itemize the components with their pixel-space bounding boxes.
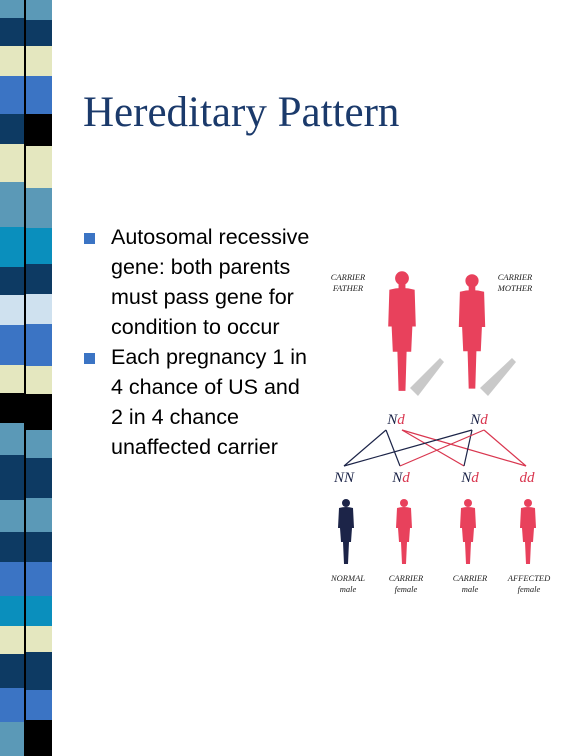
- bullet-text: Autosomal recessive gene: both parents m…: [111, 225, 310, 339]
- inheritance-diagram: CARRIER FATHER Nd CARRIER MOTHER Nd: [322, 258, 562, 603]
- mother-label-line1: CARRIER: [498, 272, 533, 282]
- mother-allele-2: d: [480, 412, 488, 428]
- svg-text:Nd: Nd: [460, 470, 479, 486]
- slide-title: Hereditary Pattern: [83, 89, 400, 136]
- father-label-line1: CARRIER: [331, 272, 366, 282]
- svg-text:Nd: Nd: [469, 412, 488, 428]
- child4-label-line2: female: [518, 584, 541, 594]
- child1-allele-1: N: [333, 470, 345, 486]
- carrier-female-figure-icon: [396, 499, 412, 564]
- mother-shadow: [480, 358, 516, 396]
- child-carrier-male: Nd CARRIER male: [453, 470, 488, 594]
- father-figure-icon: [388, 271, 416, 391]
- child-normal-male: NN NORMAL male: [330, 470, 365, 594]
- square-bullet-icon: [84, 353, 95, 364]
- child4-allele-1: d: [520, 470, 528, 486]
- child3-allele-2: d: [471, 470, 479, 486]
- affected-female-figure-icon: [520, 499, 536, 564]
- mother-allele-1: N: [469, 412, 481, 428]
- father-label-line2: FATHER: [332, 283, 364, 293]
- child2-label-line1: CARRIER: [389, 573, 424, 583]
- father-allele-2: d: [397, 412, 405, 428]
- bullet-item: Each pregnancy 1 in 4 chance of US and 2…: [84, 342, 314, 462]
- child4-label-line1: AFFECTED: [507, 573, 551, 583]
- father-allele-1: N: [386, 412, 398, 428]
- bullet-text: Each pregnancy 1 in 4 chance of US and 2…: [111, 345, 308, 459]
- child-affected-female: dd AFFECTED female: [507, 470, 551, 594]
- child-carrier-female: Nd CARRIER female: [389, 470, 424, 594]
- parent-mother: CARRIER MOTHER Nd: [458, 272, 533, 428]
- svg-text:Nd: Nd: [386, 412, 405, 428]
- child3-label-line2: male: [462, 584, 479, 594]
- child2-label-line2: female: [395, 584, 418, 594]
- svg-text:Nd: Nd: [391, 470, 410, 486]
- carrier-male-figure-icon: [460, 499, 476, 564]
- child1-label-line2: male: [340, 584, 357, 594]
- child3-label-line1: CARRIER: [453, 573, 488, 583]
- child2-allele-2: d: [402, 470, 410, 486]
- father-shadow: [410, 358, 444, 396]
- bullet-list: Autosomal recessive gene: both parents m…: [84, 222, 314, 462]
- bullet-item: Autosomal recessive gene: both parents m…: [84, 222, 314, 342]
- left-bar-stripes: [0, 0, 52, 756]
- square-bullet-icon: [84, 233, 95, 244]
- svg-text:NN: NN: [333, 470, 355, 486]
- child4-allele-2: d: [527, 470, 535, 486]
- mother-figure-icon: [458, 274, 486, 389]
- normal-male-figure-icon: [338, 499, 354, 564]
- inheritance-lines: [343, 429, 527, 467]
- child1-label-line1: NORMAL: [330, 573, 365, 583]
- mother-label-line2: MOTHER: [497, 283, 533, 293]
- parent-father: CARRIER FATHER Nd: [331, 271, 444, 428]
- child3-allele-1: N: [460, 470, 472, 486]
- svg-text:dd: dd: [520, 470, 536, 486]
- child2-allele-1: N: [391, 470, 403, 486]
- child1-allele-2: N: [343, 470, 355, 486]
- decorative-left-bar: [0, 0, 52, 756]
